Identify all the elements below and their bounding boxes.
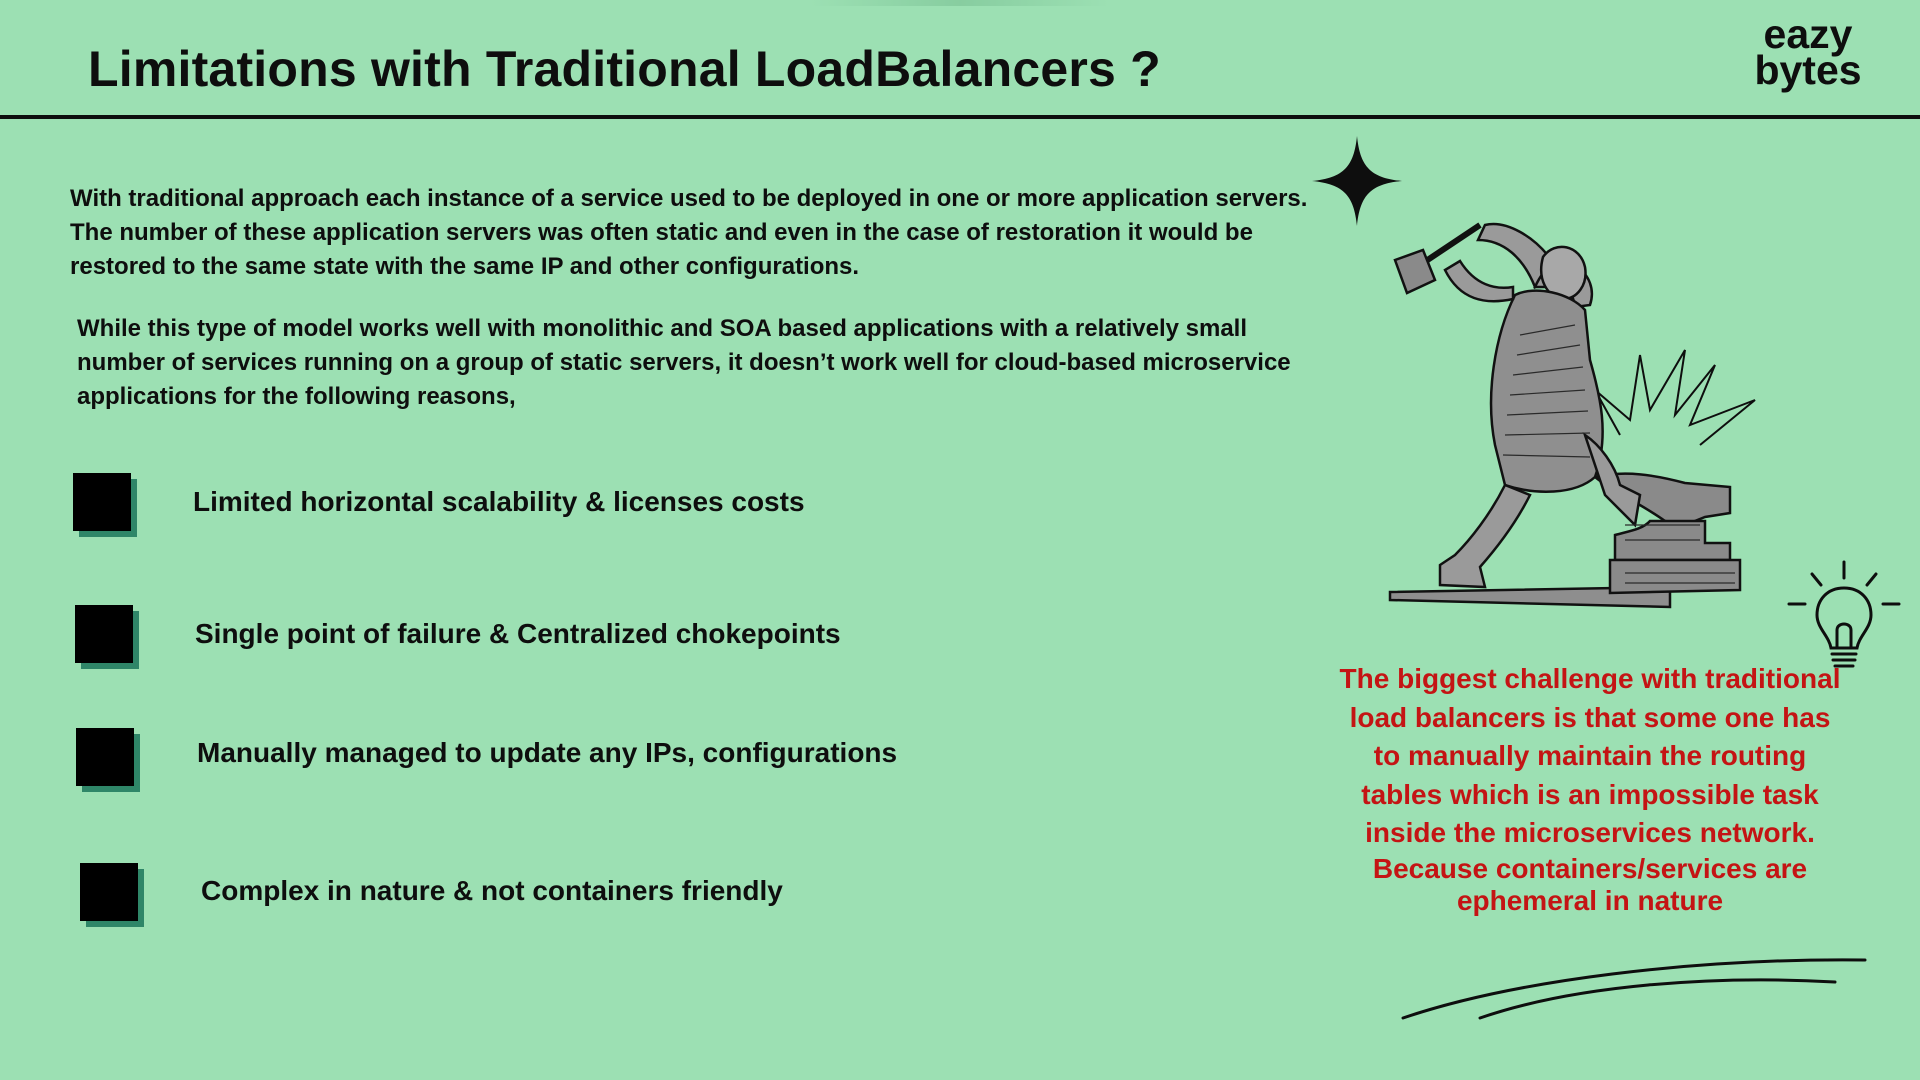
bullet-item-3: Manually managed to update any IPs, conf… [197,737,898,768]
callout-line-6: Because containers/services are [1372,852,1808,884]
four-point-star-icon [1312,136,1402,226]
eazybytes-logo: eazy bytes [1738,11,1878,93]
spark-burst [1594,349,1756,446]
top-fade-decoration [810,0,1110,6]
callout-line-4: tables which is an impossible task [1361,778,1819,810]
callout-line-2: load balancers is that some one has [1349,701,1831,733]
bullet-marker-4 [80,863,144,927]
intro-paragraph-1: With traditional approach each instance … [70,185,1308,280]
swoosh-lines [1401,958,1867,1020]
logo-line-2: bytes [1754,47,1862,93]
bullet-square [75,605,133,663]
bullet-item-4: Complex in nature & not containers frien… [201,875,783,906]
light-bulb-icon [1787,560,1901,668]
callout-line-3: to manually maintain the routing [1373,740,1807,771]
floor-plate [1388,585,1672,609]
bullet-square [73,473,131,531]
bullet-marker-1 [73,473,137,537]
callout-text: The biggest challenge with traditional l… [1320,660,1860,917]
page-title: Limitations with Traditional LoadBalance… [88,41,1161,97]
title-divider [0,115,1920,119]
intro-paragraph-2: While this type of model works well with… [77,315,1291,410]
shading [1502,324,1735,584]
callout-line-5: inside the microservices network. [1365,817,1815,848]
bullet-square [80,863,138,921]
bullet-item-2: Single point of failure & Centralized ch… [195,618,841,649]
hammer [1393,222,1482,295]
callout-line-1: The biggest challenge with traditional [1339,663,1841,694]
bullet-marker-3 [76,728,140,792]
smith-figure [1438,222,1642,589]
blacksmith-illustration [1388,222,1756,609]
bullet-square [76,728,134,786]
bullet-marker-2 [75,605,139,669]
logo-line-1: eazy [1763,11,1853,57]
callout-line-7: ephemeral in nature [1456,884,1724,916]
bullet-item-1: Limited horizontal scalability & license… [193,486,805,517]
